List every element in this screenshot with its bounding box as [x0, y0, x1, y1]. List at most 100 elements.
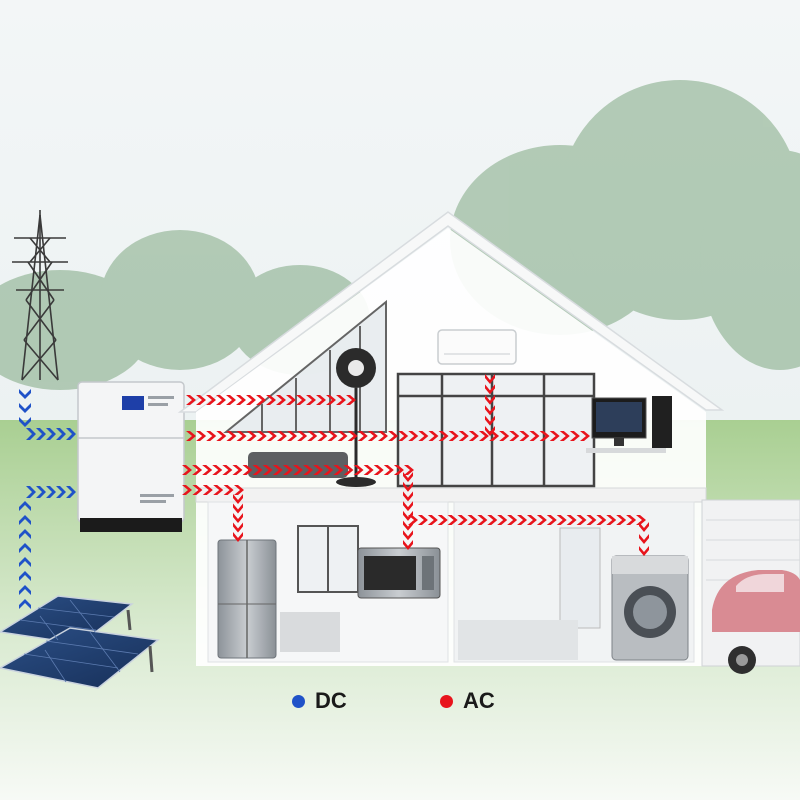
ac-arrow-mark	[262, 465, 273, 475]
solar-panel-icon	[0, 595, 160, 689]
ac-arrow-mark	[404, 465, 414, 475]
dc-line-grid	[19, 389, 76, 440]
ac-arrow-mark	[539, 431, 550, 441]
ac-arrow-mark	[485, 374, 495, 384]
ac-arrow-mark	[272, 465, 283, 475]
ac-arrow-mark	[327, 431, 338, 441]
air-conditioner-icon	[437, 329, 517, 365]
ac-arrow-mark	[529, 431, 540, 441]
ac-arrow-mark	[226, 431, 237, 441]
ac-arrow-mark	[266, 431, 277, 441]
ac-arrow-mark	[256, 431, 267, 441]
ac-arrow-mark	[233, 532, 243, 542]
dc-dot-icon	[292, 694, 305, 708]
tree-line	[0, 80, 800, 390]
ac-arrow-mark	[403, 520, 413, 531]
ac-arrow-mark	[616, 515, 627, 525]
refrigerator-icon	[217, 539, 277, 659]
ac-arrow-mark	[303, 465, 314, 475]
ac-arrow-mark	[212, 465, 223, 475]
ac-arrow-mark	[367, 431, 378, 441]
ac-arrow-mark	[213, 485, 224, 495]
ac-arrow-mark	[497, 515, 508, 525]
ac-arrow-mark	[226, 395, 236, 405]
ac-arrow-mark	[333, 465, 344, 475]
ac-arrow-mark	[306, 395, 316, 405]
ac-arrow-mark	[234, 485, 244, 495]
ac-arrow-mark	[636, 515, 646, 525]
ac-arrow-mark	[246, 431, 257, 441]
ac-arrow-mark	[337, 431, 348, 441]
ac-arrow-mark	[458, 431, 469, 441]
ac-arrow-mark	[357, 431, 368, 441]
microwave-oven-icon	[357, 547, 441, 599]
ac-arrow-mark	[347, 431, 358, 441]
ac-arrow-mark	[186, 395, 196, 405]
legend-ac: AC	[440, 686, 495, 716]
dc-power-lines	[19, 389, 76, 609]
ac-arrow-mark	[236, 395, 246, 405]
ac-arrow-mark	[418, 431, 429, 441]
dc-line-solar	[19, 486, 76, 609]
ac-arrow-mark	[388, 431, 399, 441]
ac-arrow-mark	[403, 472, 413, 482]
ac-arrow-mark	[256, 395, 266, 405]
ac-arrow-mark	[485, 415, 495, 426]
ac-arrow-mark	[586, 515, 597, 525]
ac-arrow-mark	[559, 431, 570, 441]
ac-arrow-mark	[403, 491, 413, 502]
ac-arrow-mark	[202, 465, 213, 475]
ac-power-lines	[182, 374, 649, 556]
ac-arrow-mark	[517, 515, 528, 525]
ac-arrow-mark	[223, 485, 234, 495]
ac-arrow-mark	[403, 540, 413, 550]
legend-dc: DC	[292, 686, 347, 716]
ac-arrow-mark	[353, 465, 364, 475]
ac-arrow-mark	[296, 395, 306, 405]
ac-arrow-mark	[403, 481, 413, 492]
ac-arrow-mark	[317, 431, 328, 441]
ac-arrow-mark	[216, 395, 226, 405]
ac-arrow-mark	[196, 431, 207, 441]
ac-arrow-mark	[499, 431, 510, 441]
ac-arrow-mark	[216, 431, 227, 441]
ac-arrow-mark	[377, 431, 388, 441]
ac-arrow-mark	[307, 431, 318, 441]
ac-arrow-mark	[343, 465, 354, 475]
ac-arrow-mark	[457, 515, 468, 525]
ac-arrow-mark	[467, 515, 478, 525]
ac-arrow-mark	[485, 405, 495, 416]
ac-arrow-mark	[222, 465, 233, 475]
ac-arrow-mark	[297, 431, 308, 441]
ac-arrow-mark	[487, 515, 498, 525]
ac-arrow-mark	[266, 395, 276, 405]
ac-arrow-mark	[186, 431, 196, 441]
ac-arrow-mark	[509, 431, 520, 441]
ac-arrow-mark	[403, 530, 413, 541]
ac-arrow-mark	[489, 431, 500, 441]
ac-dot-icon	[440, 694, 453, 708]
inverter-battery-icon	[77, 381, 185, 532]
computer-icon	[586, 396, 672, 453]
ac-arrow-mark	[236, 431, 247, 441]
ac-arrow-mark	[526, 515, 537, 525]
ac-arrow-mark	[626, 515, 637, 525]
ac-arrow-mark	[606, 515, 617, 525]
ac-arrow-mark	[485, 384, 495, 395]
ac-arrow-mark	[233, 503, 243, 514]
ac-arrow-mark	[196, 395, 206, 405]
ac-arrow-mark	[403, 501, 413, 512]
electric-car-icon	[712, 570, 800, 674]
ac-arrow-mark	[373, 465, 384, 475]
ac-arrow-mark	[192, 465, 203, 475]
ac-arrow-mark	[639, 522, 649, 532]
legend-ac-label: AC	[463, 688, 495, 713]
ac-arrow-mark	[437, 515, 448, 525]
ac-arrow-mark	[287, 431, 298, 441]
ac-arrow-mark	[252, 465, 263, 475]
ac-arrow-mark	[549, 431, 560, 441]
ac-arrow-mark	[182, 485, 192, 495]
ac-arrow-mark	[576, 515, 587, 525]
ac-arrow-mark	[398, 431, 409, 441]
